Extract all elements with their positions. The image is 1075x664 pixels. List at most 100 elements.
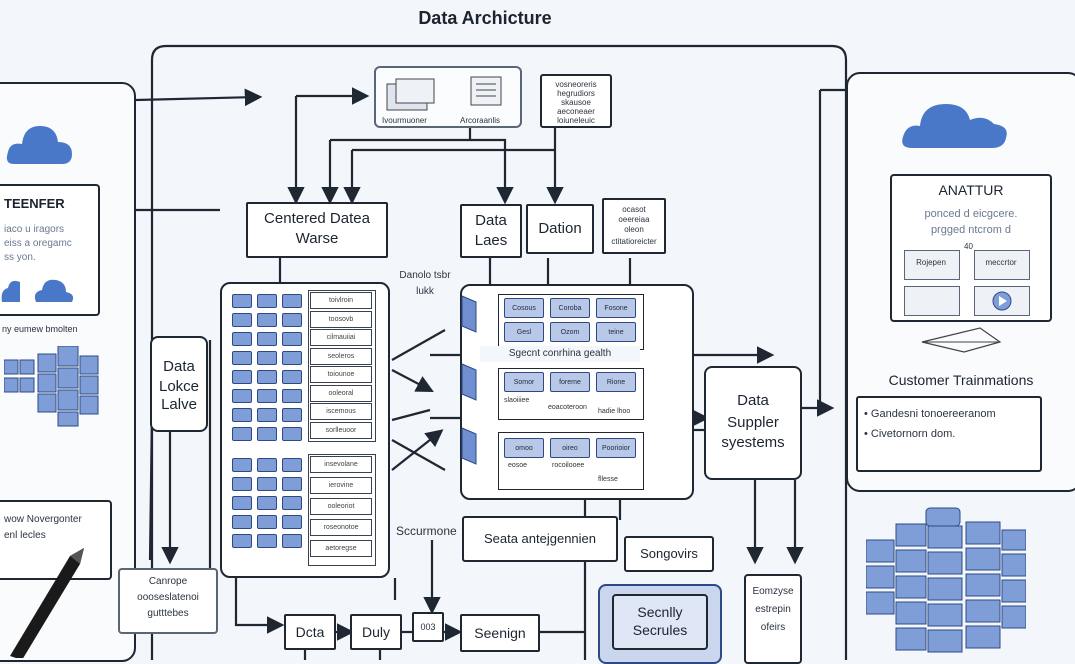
sonovirs-label: Songovirs [640, 545, 698, 561]
top-right-line-4: aeconeaer [557, 107, 595, 116]
warehouse-cell [282, 370, 302, 384]
image-icon [904, 286, 960, 316]
folder-icon [460, 362, 478, 407]
centered-warehouse-line-1: Centered Datea [264, 210, 370, 227]
anattur-line-2: prgged ntcrom d [930, 224, 1012, 236]
data-supplier-line-2: Suppler [727, 414, 779, 431]
customer-card [856, 396, 1042, 472]
play-icon [974, 286, 1030, 316]
warehouse-row-label: toosovb [310, 310, 372, 328]
grid-top-cell-6: teine [596, 322, 636, 342]
n003-label: 003 [420, 621, 436, 632]
danolo-line-2: lukk [416, 286, 434, 297]
customer-bullet-2: • Civetornorn dom. [864, 428, 956, 440]
seata-label: Seata antejgennien [483, 530, 597, 546]
warehouse-cell [232, 370, 252, 384]
warehouse-cell [257, 370, 277, 384]
warehouse-cell [282, 408, 302, 422]
anattur-number: 40 [964, 242, 973, 251]
ocasot-line-4: ctitatioreicter [611, 237, 657, 246]
data-supplier-line-3: syestems [721, 434, 785, 451]
tile-1 [904, 250, 960, 280]
data-lakes-line-2: Laes [474, 232, 508, 249]
seenign-box [460, 614, 540, 652]
tile-2 [974, 250, 1030, 280]
ocasot-line-3: oleon [624, 225, 644, 234]
grid-top-cell-5: Ozom [550, 322, 590, 342]
warehouse-row-label: aetoregse [310, 540, 372, 557]
top-right-box [540, 74, 612, 128]
top-right-line-1: vosneoreris [555, 80, 597, 89]
grid-bot-label-3: fllesse [598, 476, 618, 483]
warehouse-cell [282, 477, 302, 491]
left-mid-text: ny eumew bmolten [2, 324, 78, 334]
dcta-box [284, 614, 336, 650]
eomzy-line-2: estrepin [755, 604, 791, 615]
security-line-1: Secnlly [637, 604, 683, 620]
warehouse-cell [257, 332, 277, 346]
data-lake-lalve-line-2: Lokce [158, 378, 200, 395]
warehouse-cell [232, 389, 252, 403]
warehouse-cell [232, 496, 252, 510]
tile-1-label: Rojepen [916, 258, 946, 267]
left-heading: TEENFER [4, 196, 65, 211]
n003-box [412, 612, 444, 642]
warehouse-cell [282, 458, 302, 472]
warehouse-cell [282, 515, 302, 529]
data-lake-lalve-line-1: Data [163, 358, 195, 375]
grid-mid-label-2: eoacoteroon [548, 404, 587, 411]
warehouse-row-label: toivlroin [310, 292, 372, 309]
warehouse-cell [257, 458, 277, 472]
top-right-line-5: loiuneleuic [557, 116, 595, 125]
warehouse-row-label: sorlleuoor [310, 421, 372, 439]
anattur-line-1: ponced d eicgcere. [924, 208, 1018, 220]
warehouse-cell [232, 515, 252, 529]
warehouse-cell [232, 458, 252, 472]
diagram-title: Data Archicture [418, 7, 552, 28]
seata-box [462, 516, 618, 562]
arrow-icon [920, 326, 1004, 359]
note-card [118, 568, 218, 634]
data-lakes-box [460, 204, 522, 258]
dation-label: Dation [538, 220, 582, 238]
data-lake-lalve-line-3: Lalve [161, 396, 197, 413]
warehouse-row-label: roseonotoe [310, 519, 372, 536]
grid-bot-cell-3: Poorioior [596, 438, 636, 458]
warehouse-cell [232, 477, 252, 491]
warehouse-cell [257, 408, 277, 422]
grid-bot-frame [498, 432, 644, 490]
left-line-3: ss yon. [4, 252, 36, 263]
warehouse-cell [232, 294, 252, 308]
grid-mid-label-3: hadie lhoo [598, 408, 631, 415]
folder-icon [460, 294, 478, 339]
grid-bot-cell-1: omoo [504, 438, 544, 458]
center-grid-panel [460, 284, 694, 500]
warehouse-cell [257, 496, 277, 510]
grid-top-cell-4: Gesl [504, 322, 544, 342]
database-stack-icon [865, 506, 1027, 661]
warehouse-cell [257, 351, 277, 365]
anattur-heading: ANATTUR [938, 182, 1004, 198]
grid-top-cell-3: Fosone [596, 298, 636, 318]
warehouse-cell [257, 389, 277, 403]
warehouse-cell [232, 351, 252, 365]
top-box-caption-left: Ivourmuoner [382, 116, 427, 125]
seenign-label: Seenign [474, 624, 526, 641]
folder-icon [460, 426, 478, 471]
warehouse-row-label: ooleoriot [310, 498, 372, 515]
top-box-caption-right: Arcoraanlis [460, 116, 501, 125]
customer-bullet-2-text: Civetornorn dom. [870, 428, 956, 440]
left-line-1: iaco u iragors [4, 224, 65, 235]
left-line-2: eiss a oregamc [4, 238, 72, 249]
data-supplier-box [704, 366, 802, 480]
note-line-3: gutttebes [147, 608, 189, 619]
duly-box [350, 614, 402, 650]
warehouse-row-label: cilmauiiai [310, 329, 372, 346]
note-line-2: oooseslatenoi [137, 592, 199, 603]
grid-top-cell-1: Cosous [504, 298, 544, 318]
warehouse-cell [257, 477, 277, 491]
grid-mid-cell-2: foreme [550, 372, 590, 392]
warehouse-cell [232, 332, 252, 346]
security-inner [612, 594, 708, 650]
centered-warehouse-line-2: Warse [295, 230, 339, 247]
